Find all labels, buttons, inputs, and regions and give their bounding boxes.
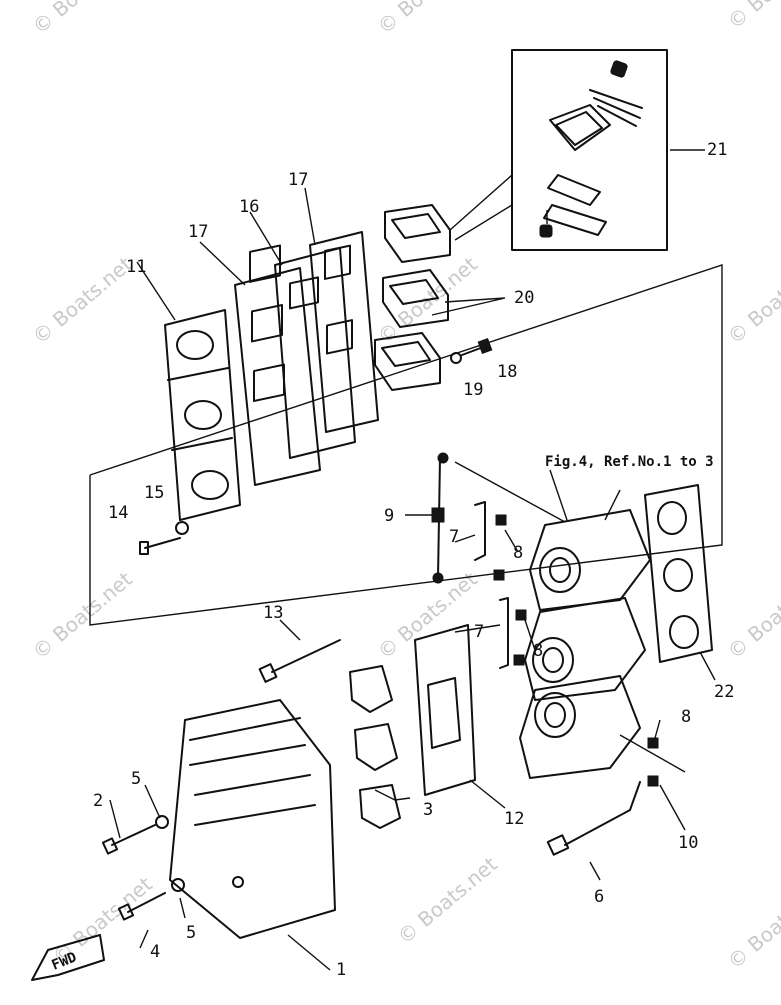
watermark: © Boats.net: [723, 877, 781, 974]
callout-21: 21: [707, 140, 727, 160]
long-bolt: [258, 639, 341, 683]
callout-7-lower: 7: [474, 622, 484, 642]
callouts: 1 2 3 4 5 5 6 7 7 8 8 8 9 10 11 12 13 14…: [93, 140, 734, 980]
link-rod: [431, 452, 449, 584]
callout-4: 4: [150, 942, 160, 962]
bolt-washer-14-15: [139, 521, 189, 555]
callout-8-upper: 8: [513, 543, 523, 563]
watermark: © Boats.net: [373, 567, 482, 664]
callout-5-upper: 5: [131, 769, 141, 789]
watermark: © Boats.net: [723, 567, 781, 664]
callout-5-lower: 5: [186, 923, 196, 943]
callout-18: 18: [497, 362, 517, 382]
callout-2: 2: [93, 791, 103, 811]
gasket-stack: [234, 231, 379, 486]
callout-7-upper: 7: [449, 527, 459, 547]
callout-9: 9: [384, 506, 394, 526]
watermark: © Boats.net: [723, 0, 781, 34]
callout-20: 20: [514, 288, 534, 308]
silencer-cover: [169, 699, 336, 939]
callout-16: 16: [239, 197, 259, 217]
reed-valve-exploded: [539, 60, 643, 238]
callout-17-right: 17: [288, 170, 308, 190]
reed-valve-assembly: [374, 204, 451, 391]
screw-washer-18-19: [450, 338, 493, 364]
reference-note-leader: [549, 469, 568, 521]
callout-8-middle: 8: [533, 641, 543, 661]
reference-note: Fig.4, Ref.No.1 to 3: [545, 454, 714, 470]
callout-11: 11: [126, 257, 146, 277]
watermark: © Boats.net: [393, 852, 502, 949]
silencer-drain-pipe: [546, 775, 659, 856]
callout-15: 15: [144, 483, 164, 503]
callout-13: 13: [263, 603, 283, 623]
silencer-seals: [349, 665, 401, 829]
callout-8-lower: 8: [681, 707, 691, 727]
callout-10: 10: [678, 833, 698, 853]
intake-manifold: [164, 309, 241, 521]
inset-leader: [449, 174, 513, 241]
watermark: © Boats.net: [28, 0, 137, 39]
callout-19: 19: [463, 380, 483, 400]
throttle-links: [474, 501, 659, 749]
reed-valve-inset: [449, 49, 668, 251]
watermark: © Boats.net: [723, 252, 781, 349]
callout-14: 14: [108, 503, 128, 523]
callout-3: 3: [423, 800, 433, 820]
watermark-layer: © Boats.net © Boats.net © Boats.net © Bo…: [28, 0, 781, 974]
watermark: © Boats.net: [373, 0, 482, 39]
exploded-frame: [89, 264, 723, 626]
watermark: © Boats.net: [28, 567, 137, 664]
cover-bolts: [101, 815, 185, 921]
leader-lines: [109, 149, 716, 971]
callout-17-left: 17: [188, 222, 208, 242]
carburetor-bank: [519, 509, 651, 779]
callout-6: 6: [594, 887, 604, 907]
callout-22: 22: [714, 682, 734, 702]
callout-1: 1: [336, 960, 346, 980]
watermark: © Boats.net: [28, 252, 137, 349]
carburetor-gasket: [644, 484, 713, 663]
silencer-plate: [414, 624, 476, 796]
callout-12: 12: [504, 809, 524, 829]
inset-box: [511, 49, 668, 251]
